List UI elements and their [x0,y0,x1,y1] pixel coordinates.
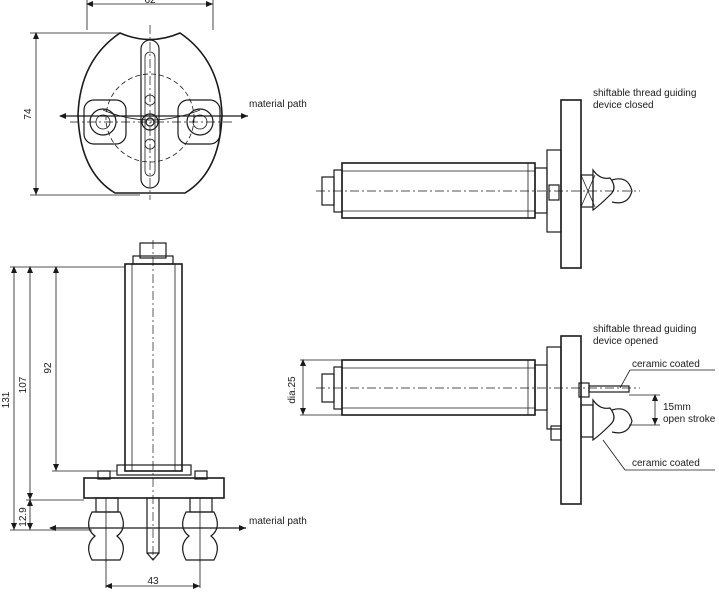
dim-12-9: 12.9 [18,507,29,527]
opened-label-line1: shiftable thread guiding [593,324,696,335]
opened-label-line2: device opened [593,336,658,347]
dim-92: 92 [43,362,54,374]
ceramic-top-label: ceramic coated [632,359,700,370]
side-view: 131 107 92 12.9 material path 43 [1,240,307,589]
ceramic-bottom-label: ceramic coated [632,458,700,469]
height-dimension: 74 [23,108,34,120]
material-path-label-side: material path [249,516,307,527]
dim-131: 131 [1,391,12,408]
closed-label-line1: shiftable thread guiding [593,88,696,99]
dia-label: dia.25 [287,376,298,404]
dim-107: 107 [18,376,29,393]
closed-label-line2: device closed [593,100,654,111]
material-path-label-top: material path [249,99,307,110]
width-dimension: 62 [144,0,156,6]
dim-43: 43 [147,576,159,587]
closed-view: shiftable thread guiding device closed [316,88,696,269]
stroke-line2: open stroke [663,414,716,425]
stroke-line1: 15mm [663,402,691,413]
opened-view: dia.25 shiftable thread guiding device o… [287,324,716,505]
top-view: 62 74 material path [23,0,307,200]
